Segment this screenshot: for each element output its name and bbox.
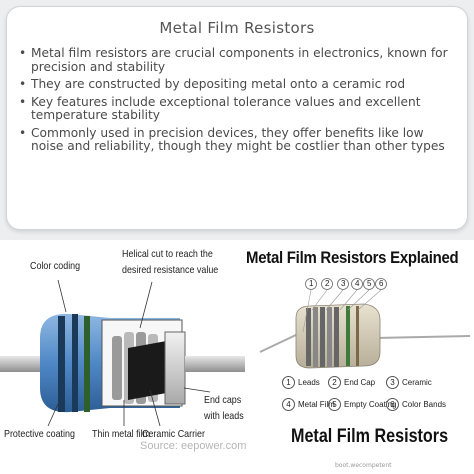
label-end-caps-1: End caps (204, 394, 242, 406)
callout-2 (321, 278, 333, 290)
label-helical-cut-1: Helical cut to reach the (122, 248, 213, 260)
color-band (72, 314, 78, 412)
left-resistor (0, 279, 245, 427)
explained-title: Metal Film Resistors Explained (246, 248, 459, 267)
callout-number: 6 (379, 279, 384, 288)
source-watermark: Source: eepower.com (140, 440, 247, 452)
color-band (356, 306, 359, 366)
color-band (346, 306, 350, 366)
color-band (58, 316, 65, 412)
right-resistor (259, 278, 471, 369)
callout-number: 5 (367, 279, 372, 288)
bullet-item: Commonly used in precision devices, they… (19, 126, 459, 154)
callout-1 (305, 278, 317, 290)
coil (306, 307, 339, 367)
bottom-title: Metal Film Resistors (291, 426, 449, 447)
callout-6 (375, 278, 387, 290)
right-lead (377, 335, 471, 339)
label-ceramic-carrier: Ceramic Carrier (142, 428, 205, 440)
card-title: Metal Film Resistors (159, 19, 315, 37)
label-thin-metal-film: Thin metal film (92, 428, 151, 440)
bullet-item: Key features include exceptional toleran… (19, 95, 459, 123)
label-helical-cut-2: desired resistance value (122, 264, 219, 276)
left-lead (0, 356, 40, 372)
bullet-list: Metal film resistors are crucial compone… (19, 46, 459, 158)
resistor-illustration: Color coding Helical cut to reach the de… (0, 240, 474, 474)
label-protective-coating: Protective coating (4, 428, 75, 440)
callout-number: 2 (325, 279, 330, 288)
label-color-coding: Color coding (30, 260, 81, 272)
info-card: Metal Film Resistors Metal film resistor… (6, 6, 468, 230)
left-lead (259, 333, 299, 353)
label-end-caps-2: with leads (204, 410, 244, 422)
bullet-item: They are constructed by depositing metal… (19, 77, 459, 92)
ceramic-carrier (128, 340, 172, 400)
callout-number: 4 (355, 279, 360, 288)
callout-4 (351, 278, 363, 290)
color-band (84, 316, 90, 412)
end-cap (164, 331, 186, 405)
callout-number: 1 (309, 279, 314, 288)
right-lead (185, 356, 245, 372)
callout-number: 3 (341, 279, 346, 288)
attribution: boot.wecompetent (335, 462, 392, 469)
bullet-item: Metal film resistors are crucial compone… (19, 46, 459, 74)
callout-5 (363, 278, 375, 290)
resistor-diagram (0, 278, 471, 427)
callout-3 (337, 278, 349, 290)
